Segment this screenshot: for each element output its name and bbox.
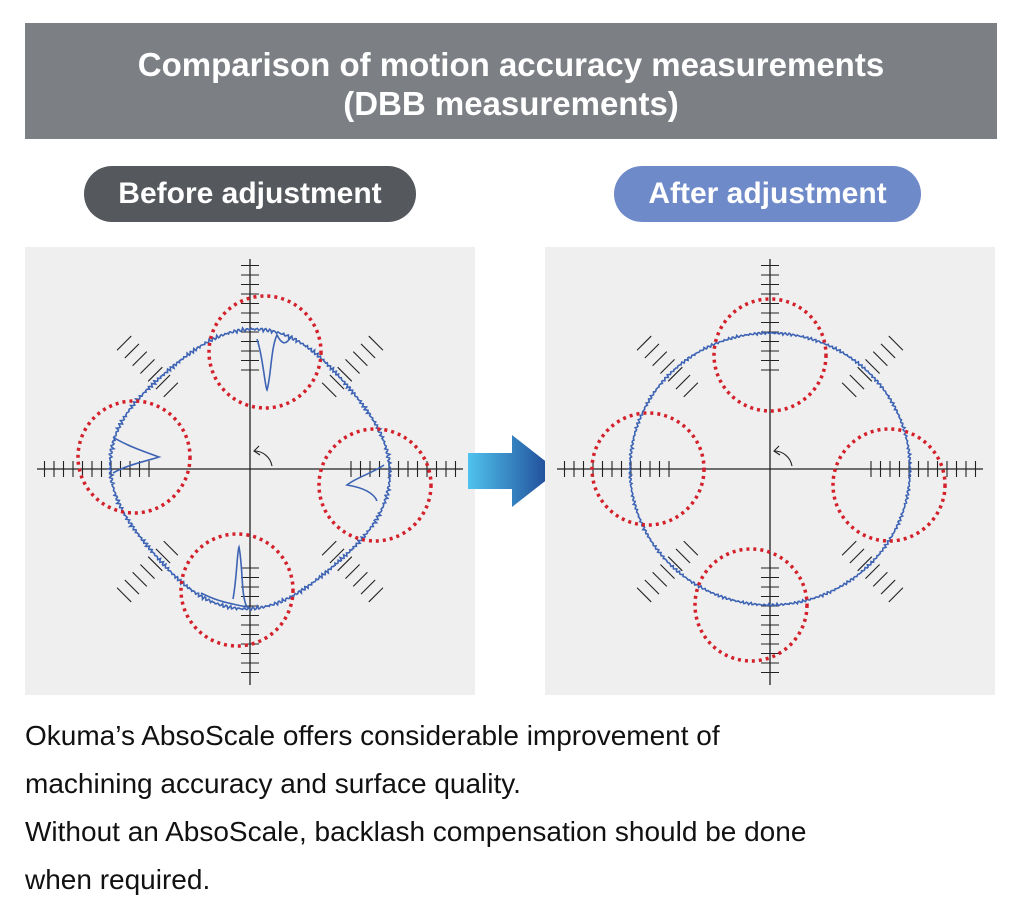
caption-line-1: Okuma’s AbsoScale offers considerable im… xyxy=(25,720,720,751)
diagonal-tick xyxy=(368,587,384,603)
arc-arrowhead xyxy=(773,445,781,456)
diagonal-tick xyxy=(147,556,163,572)
backlash-spikes xyxy=(112,333,385,609)
bottom-spike xyxy=(200,544,249,609)
diagonal-tick xyxy=(880,343,896,359)
right-arrow-icon xyxy=(468,435,558,507)
diagonal-tick xyxy=(345,564,360,579)
diagonal-ticks xyxy=(116,335,384,603)
description-text: Okuma’s AbsoScale offers considerable im… xyxy=(25,712,1000,904)
before-dbb-plot xyxy=(25,247,475,695)
caption-line-4: when required. xyxy=(25,864,211,895)
counterclockwise-arc-icon xyxy=(773,450,793,467)
highlight-circle xyxy=(76,399,192,515)
diagonal-tick xyxy=(644,343,660,359)
diagonal-tick xyxy=(147,366,163,382)
arc-arrowhead xyxy=(253,445,261,456)
diagonal-tick xyxy=(329,548,345,564)
diagonal-tick xyxy=(337,556,353,572)
diagonal-tick xyxy=(163,382,179,398)
dbb-trace xyxy=(627,330,913,607)
diagonal-tick xyxy=(849,548,865,564)
right-spike xyxy=(345,464,385,502)
diagonal-tick xyxy=(652,351,668,367)
diagonal-tick xyxy=(124,579,140,595)
after-adjustment-label: After adjustment xyxy=(614,166,921,222)
diagonal-tick xyxy=(116,335,132,351)
diagonal-tick xyxy=(321,540,337,556)
highlight-circle xyxy=(590,411,706,527)
diagonal-ticks xyxy=(636,335,904,603)
diagonal-tick xyxy=(857,366,873,382)
diagonal-tick xyxy=(124,343,140,359)
diagonal-tick xyxy=(683,540,699,556)
diagonal-tick xyxy=(352,351,368,367)
axis-ticks xyxy=(563,264,977,674)
top-spike xyxy=(256,333,292,392)
highlight-circle xyxy=(317,427,433,543)
dbb-trace xyxy=(107,326,393,612)
diagonal-tick xyxy=(667,366,683,382)
diagonal-tick xyxy=(644,579,660,595)
diagonal-tick xyxy=(865,564,880,579)
diagonal-tick xyxy=(155,374,171,390)
diagonal-tick xyxy=(345,359,360,374)
title-line-1: Comparison of motion accuracy measuremen… xyxy=(137,46,885,83)
diagonal-tick xyxy=(636,587,652,603)
diagonal-tick xyxy=(880,579,896,595)
diagonal-tick xyxy=(132,351,148,367)
highlight-circle xyxy=(179,532,295,648)
diagonal-tick xyxy=(683,382,699,398)
caption-line-2: machining accuracy and surface quality. xyxy=(25,768,521,799)
highlight-circle xyxy=(831,427,947,543)
diagonal-tick xyxy=(857,556,873,572)
diagonal-tick xyxy=(360,343,376,359)
diagonal-tick xyxy=(841,382,857,398)
diagonal-tick xyxy=(675,548,691,564)
axis-ticks xyxy=(43,264,457,674)
caption-line-3: Without an AbsoScale, backlash compensat… xyxy=(25,816,807,847)
diagonal-tick xyxy=(337,366,353,382)
diagonal-tick xyxy=(849,374,865,390)
left-spike xyxy=(112,436,162,474)
after-dbb-plot xyxy=(545,247,995,695)
diagonal-tick xyxy=(329,374,345,390)
diagonal-tick xyxy=(636,335,652,351)
highlight-circle xyxy=(712,297,828,413)
diagonal-tick xyxy=(888,335,904,351)
highlight-circle xyxy=(207,294,323,410)
title-banner: Comparison of motion accuracy measuremen… xyxy=(25,23,997,139)
diagonal-tick xyxy=(865,359,880,374)
diagonal-tick xyxy=(841,540,857,556)
diagonal-tick xyxy=(872,351,888,367)
title-line-2: (DBB measurements) xyxy=(343,85,679,122)
diagonal-tick xyxy=(155,548,171,564)
diagonal-tick xyxy=(652,571,668,587)
diagonal-tick xyxy=(140,564,155,579)
counterclockwise-arc-icon xyxy=(253,450,273,467)
diagonal-tick xyxy=(660,359,675,374)
diagonal-tick xyxy=(132,571,148,587)
diagonal-tick xyxy=(675,374,691,390)
diagonal-tick xyxy=(321,382,337,398)
diagonal-tick xyxy=(888,587,904,603)
diagonal-tick xyxy=(360,579,376,595)
diagonal-tick xyxy=(368,335,384,351)
before-adjustment-label: Before adjustment xyxy=(84,166,416,222)
highlight-circle xyxy=(693,547,809,663)
diagonal-tick xyxy=(667,556,683,572)
diagonal-tick xyxy=(163,540,179,556)
diagonal-tick xyxy=(872,571,888,587)
diagonal-tick xyxy=(352,571,368,587)
diagonal-tick xyxy=(140,359,155,374)
diagonal-tick xyxy=(116,587,132,603)
diagonal-tick xyxy=(660,564,675,579)
